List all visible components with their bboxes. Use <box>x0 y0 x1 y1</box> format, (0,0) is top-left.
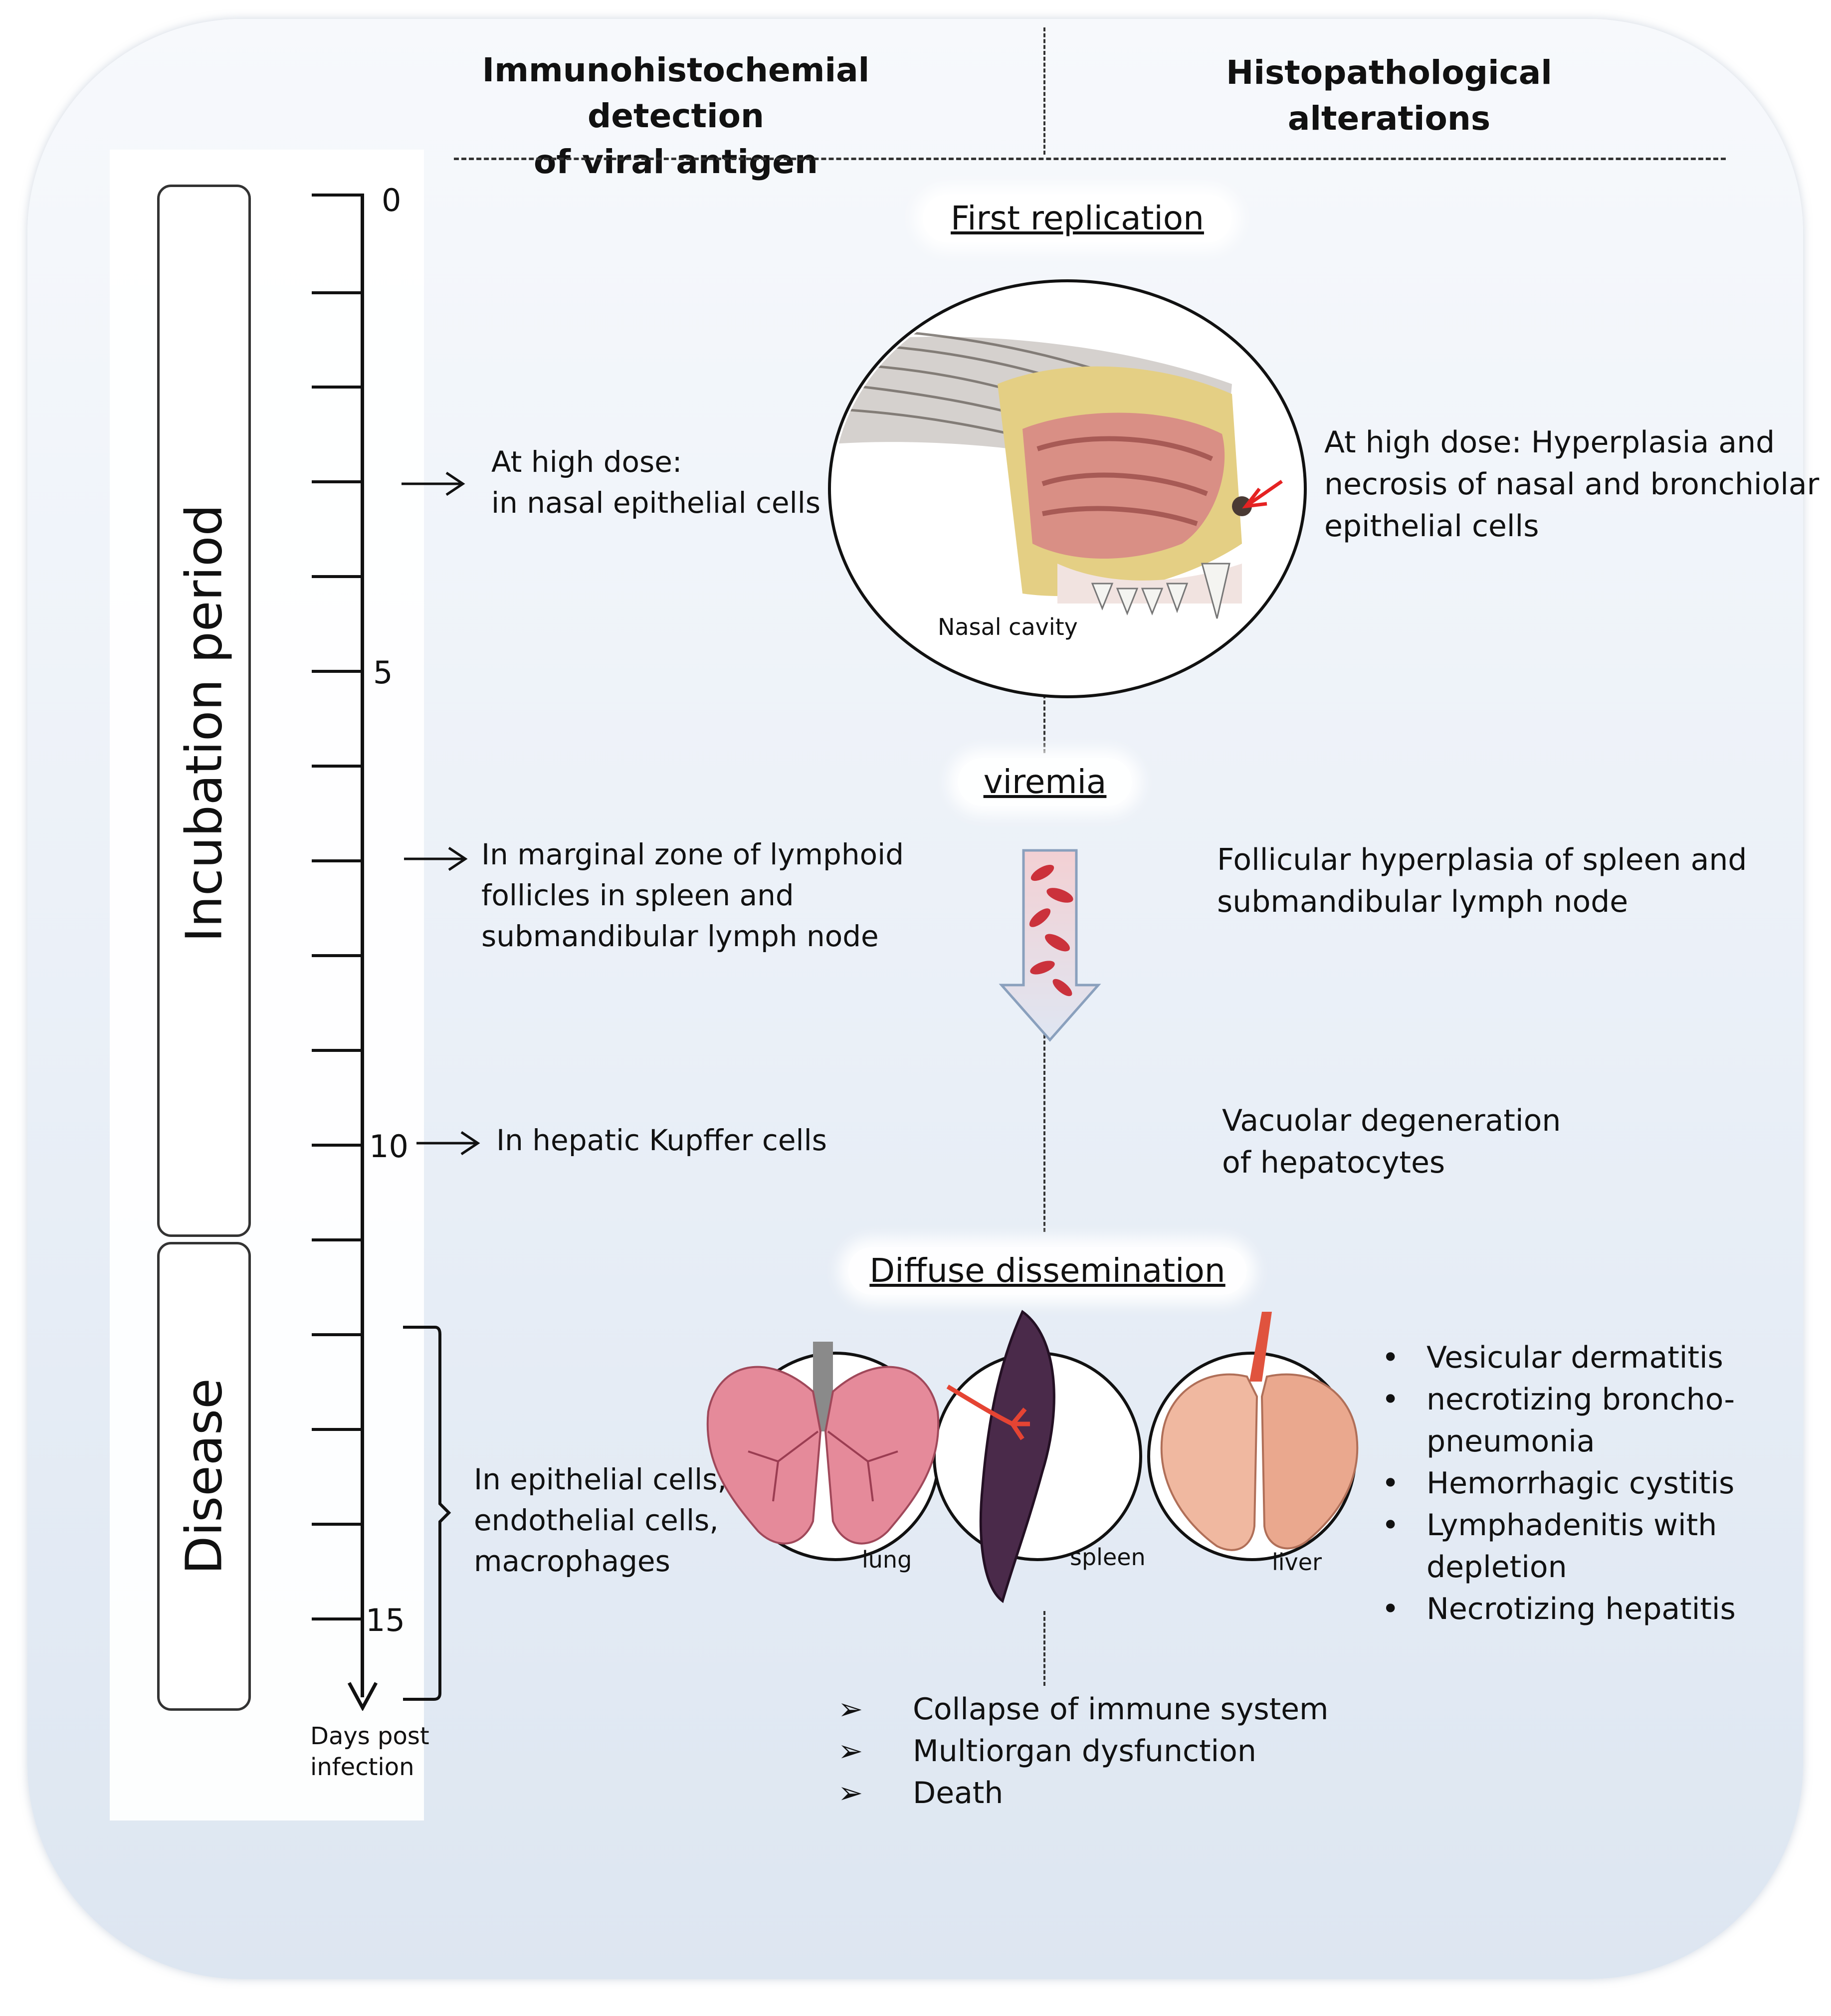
stage-first-replication: First replication <box>923 195 1232 242</box>
ihc-hepatic: In hepatic Kupffer cells <box>496 1123 827 1157</box>
center-divider-2 <box>1043 1022 1045 1232</box>
arrow-nasal-icon <box>402 471 465 496</box>
histo-hepatic: Vacuolar degeneration of hepatocytes <box>1222 1103 1561 1180</box>
ihc-nasal: At high dose: in nasal epithelial cells <box>491 445 821 520</box>
outcome-item: Death <box>838 1772 1387 1814</box>
column-divider-top <box>1043 27 1045 155</box>
nasal-cavity-illustration <box>833 328 1283 619</box>
axis-arrowhead <box>347 1682 378 1711</box>
histo-disease-item: necrotizing broncho-pneumonia <box>1382 1379 1791 1462</box>
ihc-lymphoid: In marginal zone of lymphoid follicles i… <box>481 837 904 953</box>
center-divider-1 <box>1043 688 1045 753</box>
tick-day-10 <box>312 1144 364 1147</box>
incubation-period-box <box>157 185 251 1237</box>
histo-disease-item: Lymphadenitis with depletion <box>1382 1504 1791 1588</box>
viremia-arrow-icon <box>999 849 1101 1042</box>
tick-day-14 <box>312 1523 364 1526</box>
histo-disease-list: Vesicular dermatitis necrotizing broncho… <box>1382 1337 1791 1630</box>
histo-disease-item: Hemorrhagic cystitis <box>1382 1462 1791 1504</box>
disease-label: Disease <box>175 1378 233 1575</box>
incubation-period-label: Incubation period <box>175 504 233 942</box>
tick-label-10: 10 <box>369 1128 408 1165</box>
tick-day-13 <box>312 1428 364 1431</box>
ihc-disease: In epithelial cells, endothelial cells, … <box>474 1462 727 1578</box>
axis-title: Days post infection <box>310 1722 429 1781</box>
histo-lymphoid: Follicular hyperplasia of spleen and sub… <box>1217 842 1747 919</box>
spleen-label: spleen <box>1070 1544 1146 1571</box>
tick-day-6 <box>312 765 364 768</box>
tick-label-5: 5 <box>373 654 393 691</box>
histo-nasal: At high dose: Hyperplasia and necrosis o… <box>1324 425 1820 544</box>
arrow-hepatic-icon <box>416 1131 480 1156</box>
outcome-item: Multiorgan dysfunction <box>838 1730 1387 1772</box>
outcome-item: Collapse of immune system <box>838 1688 1387 1730</box>
header-divider <box>454 158 1726 160</box>
tick-day-2 <box>312 386 364 389</box>
tick-day-12 <box>312 1333 364 1336</box>
tick-day-5 <box>312 670 364 673</box>
stage-diffuse-dissemination: Diffuse dissemination <box>848 1247 1247 1295</box>
tick-day-9 <box>312 1049 364 1052</box>
lung-label: lung <box>862 1546 912 1573</box>
disease-box <box>157 1242 251 1711</box>
nasal-cavity-label: Nasal cavity <box>938 613 1078 640</box>
tick-day-3 <box>312 480 364 483</box>
spleen-illustration <box>946 1310 1055 1604</box>
tick-day-4 <box>312 575 364 578</box>
tick-day-7 <box>312 859 364 862</box>
tick-day-1 <box>312 291 364 294</box>
tick-day-15 <box>312 1617 364 1620</box>
center-divider-3 <box>1043 1611 1045 1686</box>
tick-day-8 <box>312 954 364 957</box>
tick-day-11 <box>312 1238 364 1241</box>
days-axis <box>361 194 364 1697</box>
outcomes-list: Collapse of immune system Multiorgan dys… <box>838 1688 1387 1814</box>
histo-disease-item: Vesicular dermatitis <box>1382 1337 1791 1379</box>
liver-illustration <box>1160 1312 1359 1551</box>
header-left: Immunohistochemial detection of viral an… <box>482 51 870 181</box>
tick-label-15: 15 <box>366 1602 405 1638</box>
arrow-lymphoid-icon <box>404 846 468 871</box>
tick-day-0 <box>312 194 364 197</box>
lung-illustration <box>706 1342 940 1545</box>
tick-label-0: 0 <box>382 182 402 218</box>
disease-bracket <box>403 1326 451 1701</box>
header-right: Histopathological alterations <box>1226 53 1552 138</box>
liver-label: liver <box>1272 1549 1322 1576</box>
histo-disease-item: Necrotizing hepatitis <box>1382 1588 1791 1630</box>
stage-viremia: viremia <box>958 758 1132 806</box>
